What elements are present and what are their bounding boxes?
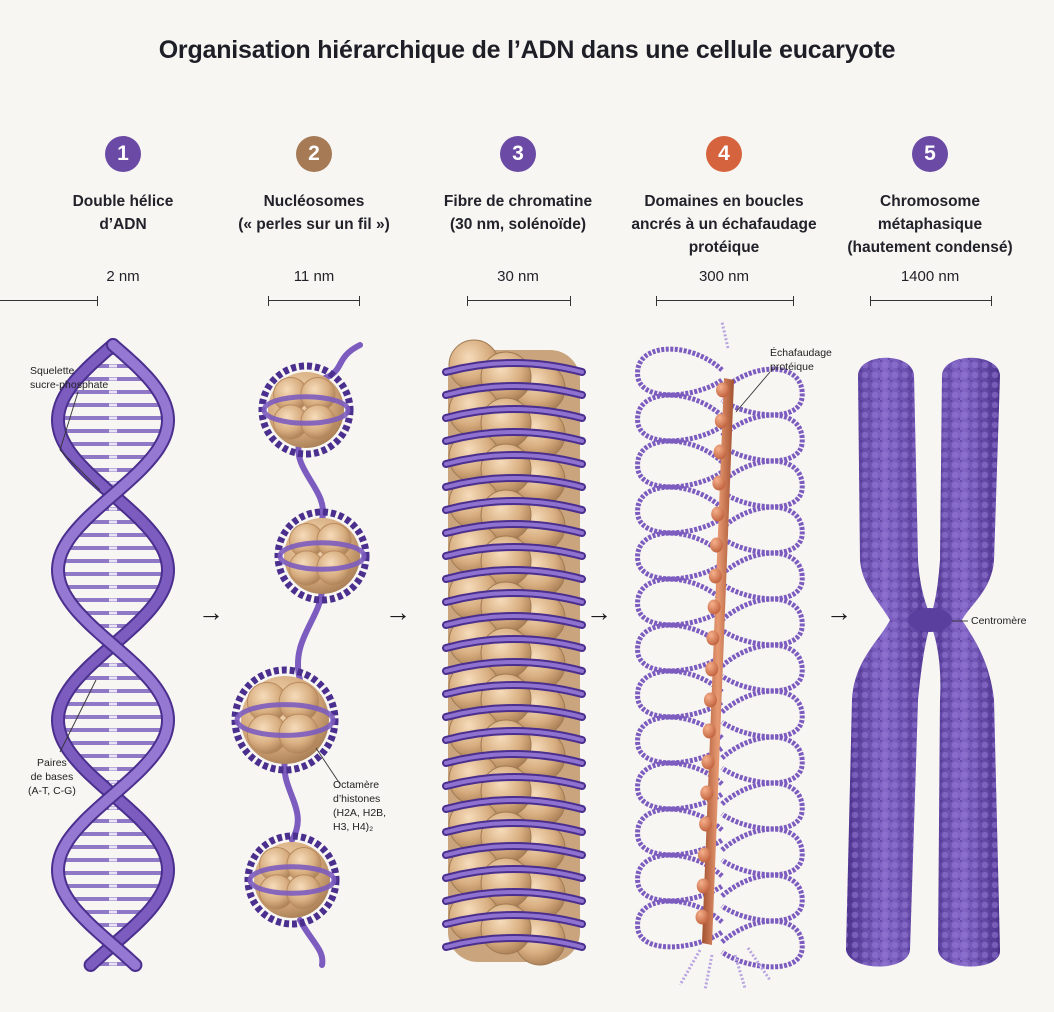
label-scaffold-line-2: protéique: [770, 361, 814, 373]
stage-2-title-line-2: (« perles sur un fil »): [238, 216, 390, 233]
stage-2-size: 11 nm: [293, 268, 335, 285]
label-backbone-line-2: sucre-phosphate: [30, 379, 109, 391]
stage-2-header: 2 Nucléosomes (« perles sur un fil ») 11…: [214, 136, 414, 306]
label-base-pairs: Paires de bases (A-T, C-G): [28, 756, 76, 798]
label-base-pairs-line-1: Paires: [37, 757, 67, 769]
stage-4-title-line-2: ancrés à un échafaudage: [631, 216, 817, 233]
stage-1-scale-bar: [0, 296, 98, 306]
stage-4-title: Domaines en boucles ancrés à un échafaud…: [614, 190, 834, 259]
stage-5-title: Chromosome métaphasique (hautement conde…: [830, 190, 1030, 259]
label-scaffold: Échafaudage protéique: [770, 346, 832, 374]
stage-1-title-line-2: d’ADN: [99, 216, 147, 233]
stage-5-badge: 5: [912, 136, 948, 172]
annotation-leader-lines: [59, 371, 968, 785]
arrow-1-to-2: →: [198, 597, 224, 627]
label-base-pairs-line-2: de bases: [30, 771, 74, 783]
label-histone-line-3: (H2A, H2B,: [333, 807, 387, 819]
stage-3-header: 3 Fibre de chromatine (30 nm, solénoïde)…: [418, 136, 618, 306]
stage-2-title-line-1: Nucléosomes: [263, 193, 365, 210]
stage-3-title-line-2: (30 nm, solénoïde): [449, 216, 587, 233]
stage-3-badge: 3: [500, 136, 536, 172]
arrow-4-to-5: →: [826, 597, 852, 627]
label-backbone-line-1: Squelette: [30, 365, 75, 377]
stage-3-title: Fibre de chromatine (30 nm, solénoïde): [418, 190, 618, 236]
metaphase-chromosome: [846, 357, 1001, 967]
label-histone-octamer: Octamère d’histones (H2A, H2B, H3, H4)₂: [333, 778, 386, 834]
stage-4-badge: 4: [706, 136, 742, 172]
stage-3-size: 30 nm: [497, 268, 539, 285]
label-scaffold-line-1: Échafaudage: [770, 347, 832, 359]
stage-1-title: Double hélice d’ADN: [23, 190, 223, 236]
label-histone-line-2: d’histones: [333, 793, 381, 805]
stage-4-title-line-3: protéique: [688, 239, 760, 256]
centromere-constriction: [908, 608, 952, 632]
stage-5-scale-bar: [870, 296, 992, 306]
looped-domains: [635, 321, 805, 991]
stage-5-size: 1400 nm: [900, 268, 960, 285]
stage-5-title-line-2: métaphasique: [877, 216, 983, 233]
diagram-title: Organisation hiérarchique de l’ADN dans …: [158, 36, 896, 64]
label-backbone: Squelette sucre-phosphate: [30, 364, 108, 392]
arrow-2-to-3: →: [385, 597, 411, 627]
nucleosome-string: [231, 342, 370, 968]
stage-1-header: 1 Double hélice d’ADN 2 nm: [0, 136, 223, 306]
stage-4-size: 300 nm: [698, 268, 750, 285]
stage-2-title: Nucléosomes (« perles sur un fil »): [214, 190, 414, 236]
label-centromere: Centromère: [971, 615, 1027, 627]
stage-3-scale-bar: [467, 296, 571, 306]
label-histone-line-1: Octamère: [333, 779, 380, 791]
stage-5-title-line-1: Chromosome: [880, 193, 980, 210]
stage-4-header: 4 Domaines en boucles ancrés à un échafa…: [624, 136, 824, 306]
stage-4-scale-bar: [656, 296, 794, 306]
label-histone-line-4: H3, H4)₂: [333, 821, 374, 833]
stage-5-header: 5 Chromosome métaphasique (hautement con…: [830, 136, 1030, 306]
arrow-3-to-4: →: [586, 597, 612, 627]
chromatin-fiber: [442, 339, 586, 966]
label-base-pairs-line-3: (A-T, C-G): [28, 785, 76, 797]
stage-4-title-line-1: Domaines en boucles: [644, 193, 804, 210]
stage-1-title-line-1: Double hélice: [72, 193, 174, 210]
stage-2-badge: 2: [296, 136, 332, 172]
stage-2-scale-bar: [268, 296, 360, 306]
stage-1-size: 2 nm: [106, 268, 140, 285]
stage-5-title-line-3: (hautement condensé): [847, 239, 1013, 256]
dna-double-helix: [50, 338, 176, 972]
stage-3-title-line-1: Fibre de chromatine: [443, 193, 593, 210]
stage-1-badge: 1: [105, 136, 141, 172]
